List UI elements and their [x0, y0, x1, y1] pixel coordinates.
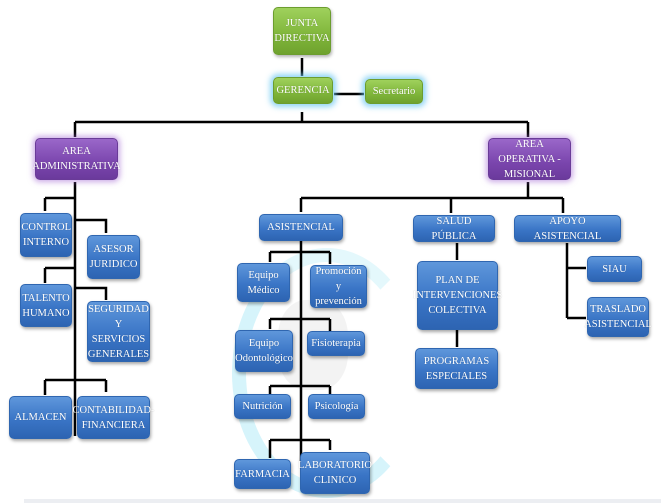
node-equipo-medico[interactable]: Equipo Médico — [237, 263, 290, 302]
node-programas-especiales[interactable]: PROGRAMAS ESPECIALES — [415, 348, 498, 389]
node-laboratorio-clinico[interactable]: LABORATORIO CLINICO — [298, 452, 372, 494]
node-label: PLAN DE INTERVENCIONES COLECTIVA — [412, 275, 503, 316]
connector-gerencia-areas — [73, 112, 530, 137]
node-secretario[interactable]: Secretario — [365, 79, 423, 104]
node-psicologia[interactable]: Psicología — [308, 394, 365, 419]
node-control-interno[interactable]: CONTROL INTERNO — [20, 213, 72, 257]
node-label: ASISTENCIAL — [267, 222, 335, 233]
connector-admin-children — [43, 182, 108, 436]
node-label: JUNTA DIRECTIVA — [274, 18, 330, 44]
node-label: LABORATORIO CLINICO — [298, 460, 372, 486]
node-asesor-juridico[interactable]: ASESOR JURIDICO — [87, 235, 140, 279]
node-label: TRASLADO ASISTENCIAL — [584, 304, 652, 330]
bottom-edge-bar — [24, 499, 661, 503]
node-label: ALMACEN — [14, 412, 67, 423]
node-talento-humano[interactable]: TALENTO HUMANO — [20, 284, 72, 327]
node-junta-directiva[interactable]: JUNTA DIRECTIVA — [273, 7, 331, 55]
node-promocion-prevencion[interactable]: Promoción y prevención — [310, 265, 367, 308]
node-plan-intervenciones-colectiva[interactable]: PLAN DE INTERVENCIONES COLECTIVA — [413, 261, 502, 330]
node-label: Fisioterapia — [311, 338, 361, 349]
node-label: APOYO ASISTENCIAL — [533, 215, 602, 242]
connector-operativa-children — [299, 182, 565, 213]
node-seguridad-servicios-generales[interactable]: SEGURIDAD Y SERVICIOS GENERALES — [87, 301, 150, 362]
node-label: GERENCIA — [276, 85, 330, 96]
node-gerencia[interactable]: GERENCIA — [273, 77, 333, 104]
node-label: CONTROL INTERNO — [21, 222, 71, 248]
node-area-operativa-misional[interactable]: AREA OPERATIVA - MISIONAL — [488, 138, 571, 180]
connector-asistencial-children — [268, 241, 332, 468]
node-area-administrativa[interactable]: AREA ADMINISTRATIVA — [32, 138, 121, 180]
node-equipo-odontologico[interactable]: Equipo Odontológico — [235, 330, 293, 372]
node-label: Nutrición — [242, 401, 283, 412]
node-label: CONTABILIDAD-FINANCIERA — [72, 404, 155, 431]
node-label: FARMACIA — [235, 468, 290, 480]
node-label: SIAU — [602, 263, 627, 275]
node-asistencial[interactable]: ASISTENCIAL — [259, 214, 343, 241]
node-apoyo-asistencial[interactable]: APOYO ASISTENCIAL — [514, 215, 621, 242]
node-label: AREA OPERATIVA - MISIONAL — [498, 138, 561, 180]
node-label: Equipo Médico — [247, 269, 280, 296]
node-label: Psicología — [314, 401, 359, 412]
node-label: PROGRAMAS ESPECIALES — [423, 355, 490, 382]
node-contabilidad-financiera[interactable]: CONTABILIDAD-FINANCIERA — [73, 396, 155, 439]
node-farmacia[interactable]: FARMACIA — [234, 459, 291, 489]
node-label: ASESOR JURIDICO — [89, 244, 138, 270]
node-salud-publica[interactable]: SALUD PÚBLICA — [413, 215, 495, 242]
node-siau[interactable]: SIAU — [587, 256, 642, 282]
node-traslado-asistencial[interactable]: TRASLADO ASISTENCIAL — [584, 297, 652, 337]
node-label: TALENTO HUMANO — [22, 292, 70, 319]
node-almacen[interactable]: ALMACEN — [9, 396, 72, 439]
node-label: SALUD PÚBLICA — [431, 215, 477, 242]
node-fisioterapia[interactable]: Fisioterapia — [307, 331, 365, 356]
connector-apoyo-children — [565, 243, 586, 320]
node-nutricion[interactable]: Nutrición — [234, 394, 291, 419]
node-label: Promoción y prevención — [315, 266, 362, 307]
node-label: AREA ADMINISTRATIVA — [32, 146, 121, 172]
node-label: Equipo Odontológico — [235, 338, 293, 364]
node-label: Secretario — [372, 86, 416, 97]
node-label: SEGURIDAD Y SERVICIOS GENERALES — [87, 303, 150, 360]
